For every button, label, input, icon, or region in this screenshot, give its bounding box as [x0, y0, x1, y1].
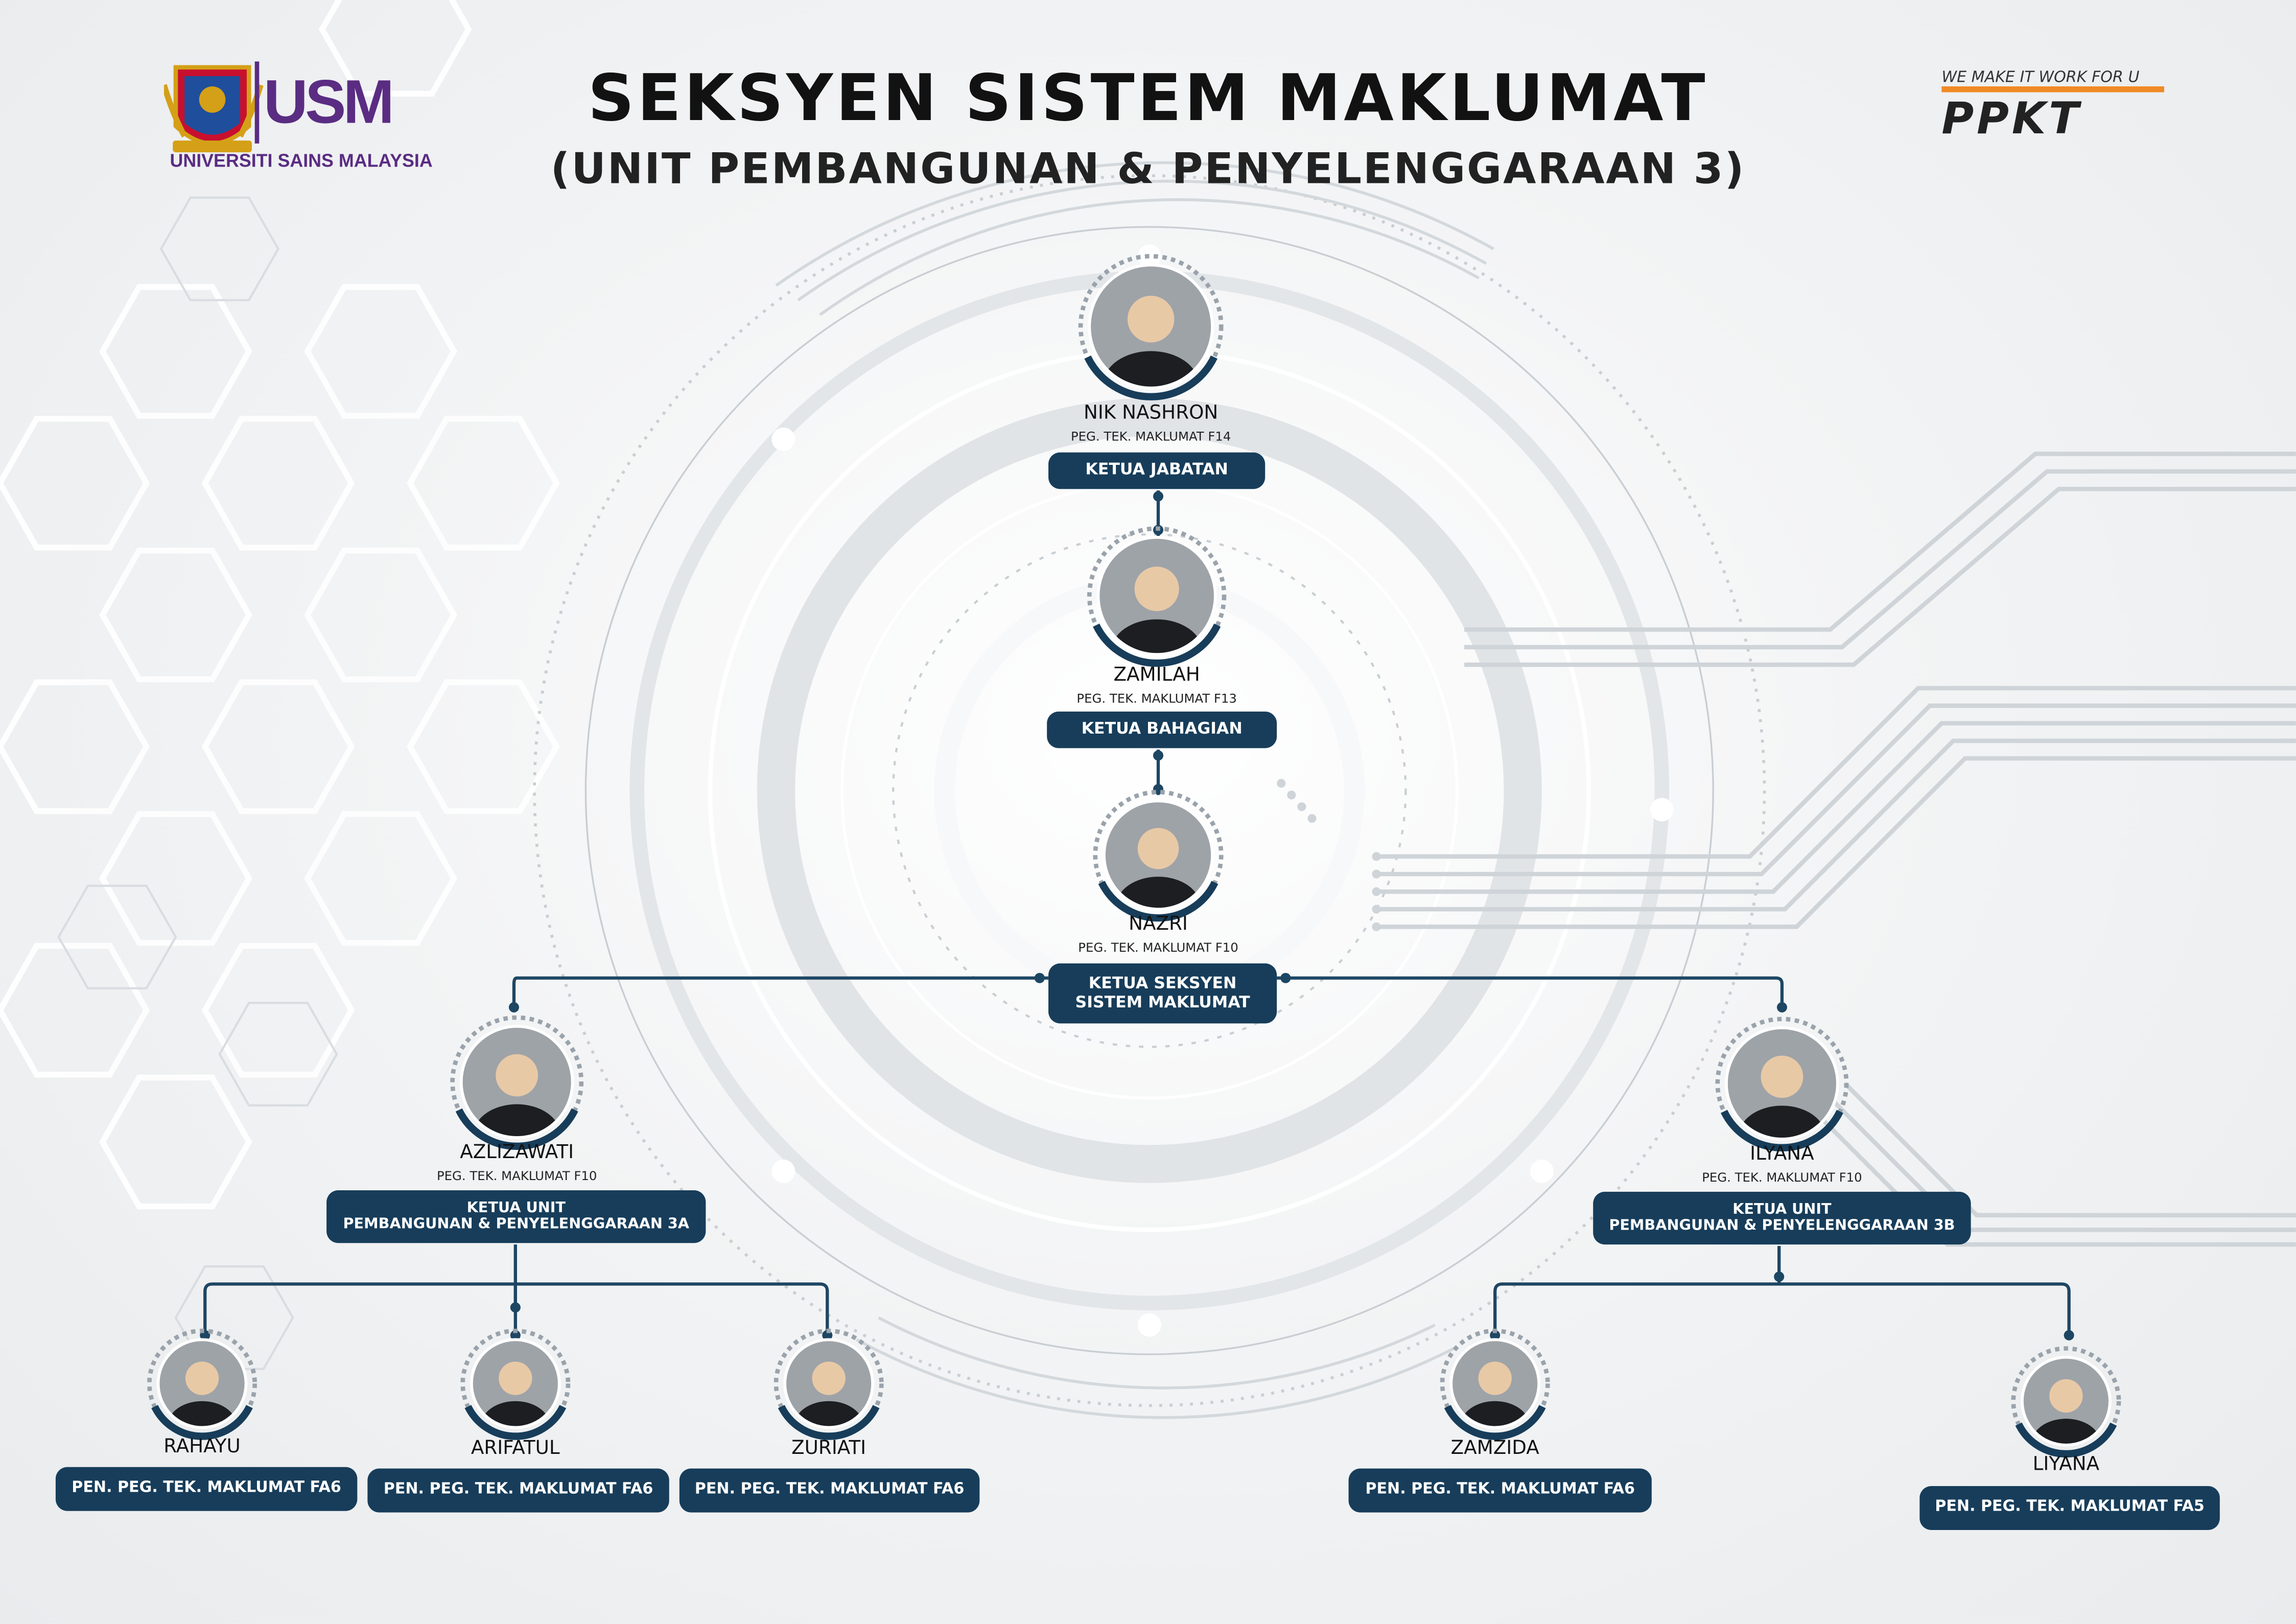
portrait-frame-nazri: [1093, 790, 1224, 922]
person-name-zamzida: ZAMZIDA: [1450, 1438, 1539, 1460]
person-name-nazri: NAZRI: [1129, 913, 1188, 936]
person-name-arifatul: ARIFATUL: [471, 1438, 560, 1460]
role-line: PEMBANGUNAN & PENYELENGGARAAN 3B: [1609, 1218, 1955, 1235]
portrait-frame-arifatul: [460, 1328, 571, 1440]
portrait-photo-rahayu: [159, 1341, 245, 1426]
portrait-frame-zamilah: [1087, 526, 1227, 667]
page-title: SEKSYEN SISTEM MAKLUMAT: [588, 61, 1708, 136]
usm-caption: UNIVERSITI SAINS MALAYSIA: [170, 151, 433, 172]
connector-node: [1034, 973, 1045, 983]
person-name-liyana: LIYANA: [2032, 1453, 2100, 1476]
role-badge-arifatul: PEN. PEG. TEK. MAKLUMAT FA6: [367, 1468, 669, 1513]
connector-node: [1490, 1330, 1501, 1340]
connector-nazri-azlizawati: [512, 976, 1049, 1007]
portrait-photo-liyana: [2023, 1358, 2109, 1444]
portrait-photo-zamilah: [1099, 538, 1214, 653]
person-grade-nik: PEG. TEK. MAKLUMAT F14: [1070, 430, 1231, 445]
connector-node: [1776, 1002, 1787, 1013]
role-badge-zuriati: PEN. PEG. TEK. MAKLUMAT FA6: [679, 1468, 980, 1513]
portrait-frame-liyana: [2011, 1346, 2121, 1458]
usm-wordmark: USM: [263, 67, 394, 136]
portrait-photo-arifatul: [473, 1341, 558, 1426]
portrait-photo-zamzida: [1452, 1341, 1538, 1426]
hexagon-pattern: [0, 0, 560, 1210]
role-line: PEN. PEG. TEK. MAKLUMAT FA6: [694, 1480, 965, 1498]
connector-node: [2064, 1330, 2074, 1340]
role-line: SISTEM MAKLUMAT: [1075, 992, 1250, 1011]
portrait-photo-nik: [1091, 266, 1211, 387]
portrait-photo-zuriati: [786, 1341, 872, 1426]
role-badge-liyana: PEN. PEG. TEK. MAKLUMAT FA5: [1919, 1486, 2220, 1530]
portrait-frame-ilyana: [1715, 1017, 1849, 1151]
role-line: PEN. PEG. TEK. MAKLUMAT FA5: [1935, 1498, 2205, 1516]
role-line: KETUA SEKSYEN: [1088, 974, 1237, 994]
role-badge-zamilah: KETUA BAHAGIAN: [1047, 711, 1277, 748]
person-name-zamilah: ZAMILAH: [1113, 665, 1200, 687]
circuit-dots: [1277, 779, 1381, 931]
person-name-ilyana: ILYANA: [1750, 1143, 1814, 1166]
ring-nodes: [771, 244, 1674, 1337]
portrait-photo-azlizawati: [462, 1027, 571, 1137]
person-name-nik: NIK NASHRON: [1084, 403, 1219, 425]
person-name-rahayu: RAHAYU: [163, 1436, 241, 1458]
person-grade-ilyana: PEG. TEK. MAKLUMAT F10: [1702, 1171, 1862, 1186]
role-badge-zamzida: PEN. PEG. TEK. MAKLUMAT FA6: [1348, 1468, 1652, 1513]
person-grade-nazri: PEG. TEK. MAKLUMAT F10: [1078, 941, 1238, 956]
connector-node: [1280, 973, 1291, 983]
portrait-frame-nik: [1078, 254, 1224, 401]
connector-node: [1774, 1272, 1785, 1282]
circuit-lines: [1376, 452, 2296, 1247]
portrait-frame-azlizawati: [450, 1015, 584, 1150]
pprkt-wordmark: PPKT: [1941, 93, 2082, 140]
connector-node: [1153, 750, 1164, 761]
portrait-frame-zamzida: [1440, 1328, 1550, 1440]
role-line: KETUA JABATAN: [1085, 460, 1228, 480]
connector-3a-team: [203, 1282, 829, 1335]
connector-node: [510, 1330, 521, 1340]
portrait-frame-rahayu: [147, 1328, 257, 1440]
page-subtitle: (UNIT PEMBANGUNAN & PENYELENGGARAAN 3): [550, 143, 1746, 194]
pprkt-tagline: WE MAKE IT WORK FOR U: [1941, 68, 2140, 87]
role-line: PEN. PEG. TEK. MAKLUMAT FA6: [1365, 1480, 1635, 1498]
person-name-zuriati: ZURIATI: [791, 1438, 866, 1460]
connector-nazri-ilyana: [1277, 976, 1784, 1007]
role-line: PEN. PEG. TEK. MAKLUMAT FA6: [383, 1480, 653, 1498]
role-badge-nik: KETUA JABATAN: [1048, 452, 1266, 489]
role-line: KETUA UNIT: [466, 1201, 566, 1217]
portrait-photo-nazri: [1105, 802, 1211, 908]
connector-node: [508, 1002, 519, 1013]
role-line: KETUA UNIT: [1732, 1202, 1832, 1218]
connector-node: [1153, 491, 1164, 502]
pprkt-logo-icon: PPKT: [1941, 86, 2164, 140]
connector-3b-team: [1493, 1282, 2071, 1335]
person-name-azlizawati: AZLIZAWATI: [460, 1142, 574, 1164]
arc-lines: [775, 161, 1494, 1419]
role-line: PEN. PEG. TEK. MAKLUMAT FA6: [72, 1479, 341, 1497]
usm-crest-icon: [163, 61, 264, 153]
person-grade-azlizawati: PEG. TEK. MAKLUMAT F10: [436, 1169, 597, 1185]
role-line: PEMBANGUNAN & PENYELENGGARAAN 3A: [343, 1216, 689, 1233]
person-grade-zamilah: PEG. TEK. MAKLUMAT F13: [1076, 692, 1237, 708]
role-line: KETUA BAHAGIAN: [1081, 719, 1243, 739]
portrait-photo-ilyana: [1727, 1029, 1836, 1138]
role-badge-rahayu: PEN. PEG. TEK. MAKLUMAT FA6: [55, 1467, 358, 1511]
portrait-frame-zuriati: [774, 1328, 884, 1440]
